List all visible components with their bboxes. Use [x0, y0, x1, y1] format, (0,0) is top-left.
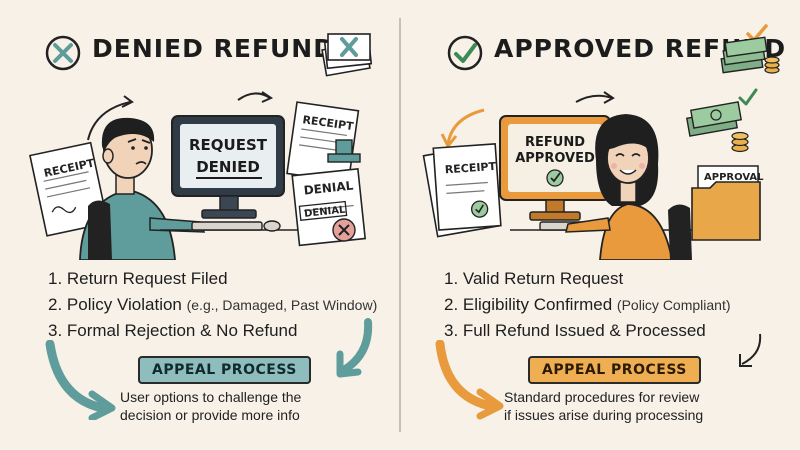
stamp-icon — [327, 139, 361, 163]
approved-appeal-badge: APPEAL PROCESS — [528, 356, 701, 384]
approval-folder-icon — [691, 165, 761, 241]
appeal-arrow-right-icon — [336, 318, 373, 378]
check-circle-icon — [447, 35, 483, 71]
approved-monitor — [499, 115, 611, 221]
approved-receipt-label: RECEIPT — [444, 160, 497, 177]
happy-person — [565, 114, 673, 260]
denied-step-3: 3. Formal Rejection & No Refund — [48, 321, 298, 340]
approved-monitor-line-2: APPROVED — [515, 151, 595, 166]
monitor — [171, 115, 285, 219]
denied-title: DENIED REFUND — [92, 34, 335, 63]
approved-appeal-description: Standard procedures for review if issues… — [504, 389, 704, 423]
denied-x-icon — [332, 218, 356, 242]
rejected-papers-icon — [321, 33, 373, 77]
keyboard — [191, 221, 263, 231]
approved-step-2-note: (Policy Compliant) — [616, 297, 731, 313]
denied-panel: DENIED REFUND RECEIPT — [29, 33, 377, 423]
monitor-line-2: DENIED — [196, 158, 260, 176]
curved-arrow-icon — [87, 101, 131, 141]
appeal-arrow-left-icon — [45, 340, 116, 420]
denial-paper-label: DENIAL — [303, 178, 354, 197]
x-circle-icon — [45, 35, 81, 71]
denied-step-1: 1. Return Request Filed — [48, 269, 228, 288]
denied-step-2: 2. Policy Violation (e.g., Damaged, Past… — [48, 295, 378, 314]
approved-arrow-left-icon — [435, 340, 504, 420]
denied-step-2-note: (e.g., Damaged, Past Window) — [186, 297, 378, 313]
denied-steps: 1. Return Request Filed 2. Policy Violat… — [48, 266, 377, 344]
approved-step-3: 3. Full Refund Issued & Processed — [444, 321, 706, 340]
denied-appeal-badge: APPEAL PROCESS — [138, 356, 311, 384]
money-stack-icon — [720, 24, 780, 74]
receipt-stack — [422, 143, 502, 238]
mouse — [263, 220, 281, 232]
denial-stamp-label: DENIAL — [304, 205, 347, 220]
approved-step-2: 2. Eligibility Confirmed (Policy Complia… — [444, 295, 731, 314]
approval-folder-label: APPROVAL — [704, 172, 764, 183]
approved-illustration: RECEIPT REFUND APPROVED — [422, 88, 764, 260]
panel-divider — [399, 18, 401, 432]
approved-steps: 1. Valid Return Request 2. Eligibility C… — [444, 266, 731, 344]
approved-step-1: 1. Valid Return Request — [444, 269, 624, 288]
approved-panel: APPROVED REFUND RECEIPT — [400, 0, 800, 450]
money-bills-icon — [685, 88, 758, 153]
denied-illustration: RECEIPT REQUEST DENIED — [29, 91, 367, 260]
denied-appeal-description: User options to challenge the decision o… — [120, 389, 302, 423]
approved-monitor-line-1: REFUND — [525, 135, 585, 150]
approved-arrow-right-icon — [739, 333, 762, 367]
monitor-check-icon — [546, 169, 564, 187]
monitor-line-1: REQUEST — [189, 136, 268, 154]
